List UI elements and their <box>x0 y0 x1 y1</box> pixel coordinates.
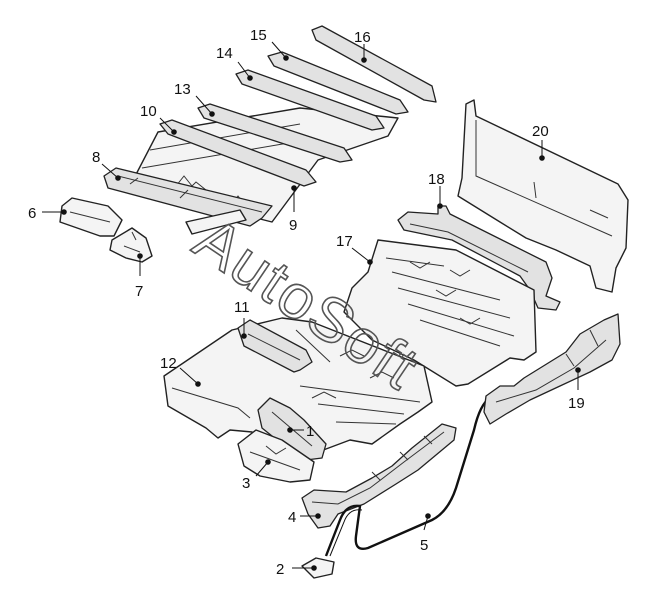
callout-19: 19 <box>568 367 585 412</box>
roof-bow-13 <box>197 103 353 163</box>
callout-label-5: 5 <box>420 537 428 554</box>
callout-label-6: 6 <box>28 205 36 222</box>
roof-bow-14 <box>235 69 385 131</box>
roof-bow-15 <box>267 51 409 115</box>
front-floor-section-3 <box>237 429 315 483</box>
callout-label-10: 10 <box>140 103 157 120</box>
callout-label-7: 7 <box>135 283 143 300</box>
callout-3: 3 <box>242 459 271 492</box>
callout-label-20: 20 <box>532 123 549 140</box>
callout-18: 18 <box>428 171 445 209</box>
bracket-7 <box>109 227 153 263</box>
callout-label-3: 3 <box>242 475 250 492</box>
callout-20: 20 <box>532 123 549 161</box>
roof-rear-header-16 <box>311 25 437 103</box>
callout-label-14: 14 <box>216 45 233 62</box>
brake-line-5 <box>324 392 501 557</box>
callout-label-13: 13 <box>174 81 191 98</box>
front-floor-panel-12 <box>163 317 433 453</box>
callout-15: 15 <box>250 27 289 61</box>
side-sill-4 <box>301 423 457 529</box>
callout-5: 5 <box>420 513 431 554</box>
rear-cross-member-18 <box>397 205 561 311</box>
callout-13: 13 <box>174 81 215 117</box>
callout-2: 2 <box>276 561 317 578</box>
callout-label-16: 16 <box>354 29 371 46</box>
callout-label-19: 19 <box>568 395 585 412</box>
callout-label-15: 15 <box>250 27 267 44</box>
callout-label-12: 12 <box>160 355 177 372</box>
callout-label-18: 18 <box>428 171 445 188</box>
callout-8: 8 <box>92 149 121 181</box>
callout-label-17: 17 <box>336 233 353 250</box>
front-cross-member-11 <box>237 319 313 373</box>
callout-label-2: 2 <box>276 561 284 578</box>
roof-front-rail-8 <box>103 167 273 227</box>
callout-6: 6 <box>28 205 67 222</box>
callout-9: 9 <box>289 185 297 234</box>
callout-label-1: 1 <box>306 423 314 440</box>
roof-bow-10 <box>159 119 317 187</box>
callout-10: 10 <box>140 103 177 135</box>
callout-7: 7 <box>135 253 143 300</box>
callout-17: 17 <box>336 233 373 265</box>
bracket-9 <box>185 209 247 235</box>
callout-1: 1 <box>287 423 314 440</box>
callout-label-8: 8 <box>92 149 100 166</box>
callout-label-9: 9 <box>289 217 297 234</box>
callout-11: 11 <box>234 299 250 339</box>
rear-side-rail-19 <box>483 313 621 425</box>
callout-label-4: 4 <box>288 509 296 526</box>
sun-visor-bracket-6 <box>59 197 123 237</box>
rear-floor-panel-17 <box>343 239 537 387</box>
callout-16: 16 <box>354 29 371 63</box>
callout-4: 4 <box>288 509 321 526</box>
rear-panel-20 <box>457 99 629 293</box>
callout-12: 12 <box>160 355 201 387</box>
clip-2 <box>301 557 335 579</box>
callout-14: 14 <box>216 45 253 81</box>
callout-label-11: 11 <box>234 299 250 316</box>
